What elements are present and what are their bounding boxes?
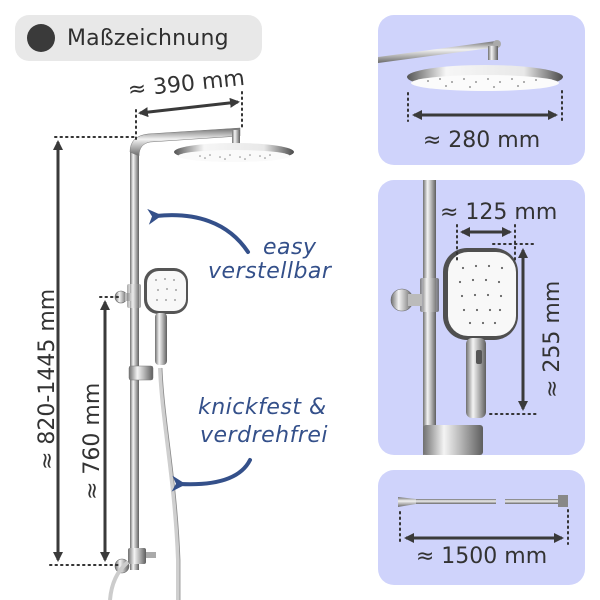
hose-detail-illustration [398,495,569,545]
section-tag-label: Maßzeichnung [67,25,229,51]
section-tag: Maßzeichnung [15,15,262,61]
rain-shower-detail-illustration [378,40,563,122]
dimension-guides-main [49,91,243,566]
hand-shower-height-label: ≈ 255 mm [540,280,565,398]
mixer-holder-height-label: ≈ 760 mm [80,382,105,500]
panel-hose-length: ≈ 1500 mm [378,470,585,585]
callout-adjustable-line1: easy [263,235,317,260]
total-height-label: ≈ 820-1445 mm [35,288,60,470]
callout-hose-line2: verdrehfrei [200,423,329,448]
hand-shower-width-label: ≈ 125 mm [440,200,558,225]
riser-pipe [129,127,241,570]
callout-adjustable-line2: verstellbar [208,259,332,284]
panel-hand-shower-dimensions: ≈ 125 mm ≈ 255 mm [378,180,585,455]
rain-shower-head [174,130,294,162]
hose-length-label: ≈ 1500 mm [415,544,548,569]
hand-shower-detail-illustration [390,180,537,455]
rain-shower-diameter-label: ≈ 280 mm [422,128,541,153]
panel-rain-shower-diameter: ≈ 280 mm [378,15,585,165]
callout-arrow-adjustable-icon [147,208,250,254]
callout-hose-line1: knickfest & [198,395,327,420]
diverter-valve [108,548,156,600]
bullet-dot-icon [27,24,55,52]
callout-adjustable: easy [263,236,317,260]
dimension-arrows-main [53,97,240,562]
shower-hose [158,367,180,600]
wall-bracket-upper [114,284,141,308]
callout-arrow-hose-icon [171,458,252,492]
hand-shower [128,268,188,381]
